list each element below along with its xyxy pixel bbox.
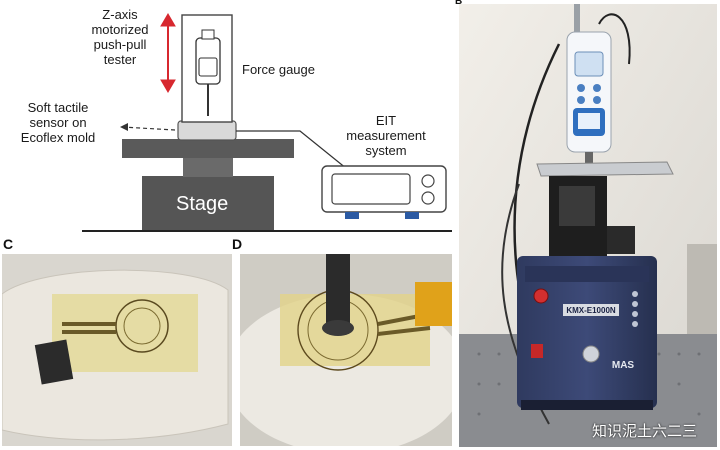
eit-knob-bottom <box>421 191 435 205</box>
stage-label: Stage <box>176 193 229 215</box>
sensor-label-line-1: Soft tactile <box>27 100 89 115</box>
eit-screen <box>331 173 411 205</box>
mold-plate <box>122 139 294 158</box>
tester-label-line-2: motorized <box>91 22 149 37</box>
panel-a-schematic: Z-axis motorized push-pull tester Force … <box>0 0 460 240</box>
panel-c-photo <box>2 254 232 446</box>
tester-photo: KMX-E1000N MAS <box>459 4 717 447</box>
force-gauge-screen <box>198 57 218 77</box>
eit-knob-top <box>421 174 435 188</box>
sensor-on-mold-photo <box>2 254 232 446</box>
tester-label: Z-axis motorized push-pull tester <box>80 7 160 67</box>
sensor-label-line-3: Ecoflex mold <box>20 130 96 145</box>
sensor-label: Soft tactile sensor on Ecoflex mold <box>2 100 114 145</box>
eit-label: EIT measurement system <box>336 113 436 158</box>
z-axis-arrow <box>160 13 176 93</box>
emergency-stop <box>533 288 549 304</box>
watermark: 知识泥土六二三 <box>592 422 698 440</box>
tester-label-line-4: tester <box>103 52 137 67</box>
tester-label-line-1: Z-axis <box>102 7 138 22</box>
eit-label-line-1: EIT <box>375 113 397 128</box>
power-switch <box>531 344 543 358</box>
eit-label-line-2: measurement <box>346 128 426 143</box>
model-text: KMX-E1000N <box>566 306 616 315</box>
panel-b-photo: KMX-E1000N MAS <box>459 4 717 447</box>
stage-post <box>183 157 233 177</box>
eit-foot-left <box>345 212 359 219</box>
panel-b-letter: B <box>455 0 462 7</box>
tester-base <box>517 256 657 408</box>
tester-label-line-3: push-pull <box>93 37 147 52</box>
sensor-label-line-2: sensor on <box>29 115 87 130</box>
panel-d-letter: D <box>232 236 243 252</box>
panel-d-photo <box>240 254 452 446</box>
sensor-pointer <box>121 126 176 131</box>
eit-cable <box>236 130 353 174</box>
panel-c-letter: C <box>3 236 14 252</box>
schematic-drawing <box>82 13 452 232</box>
eit-foot-right <box>405 212 419 219</box>
brand-text: MAS <box>612 360 635 371</box>
indentation-photo <box>240 254 452 446</box>
force-gauge-label: Force gauge <box>242 62 315 77</box>
eit-label-line-3: system <box>365 143 407 158</box>
model-plate <box>563 304 619 316</box>
control-dial <box>582 345 600 363</box>
stage-block <box>142 176 274 230</box>
sensor-holder <box>177 120 237 141</box>
